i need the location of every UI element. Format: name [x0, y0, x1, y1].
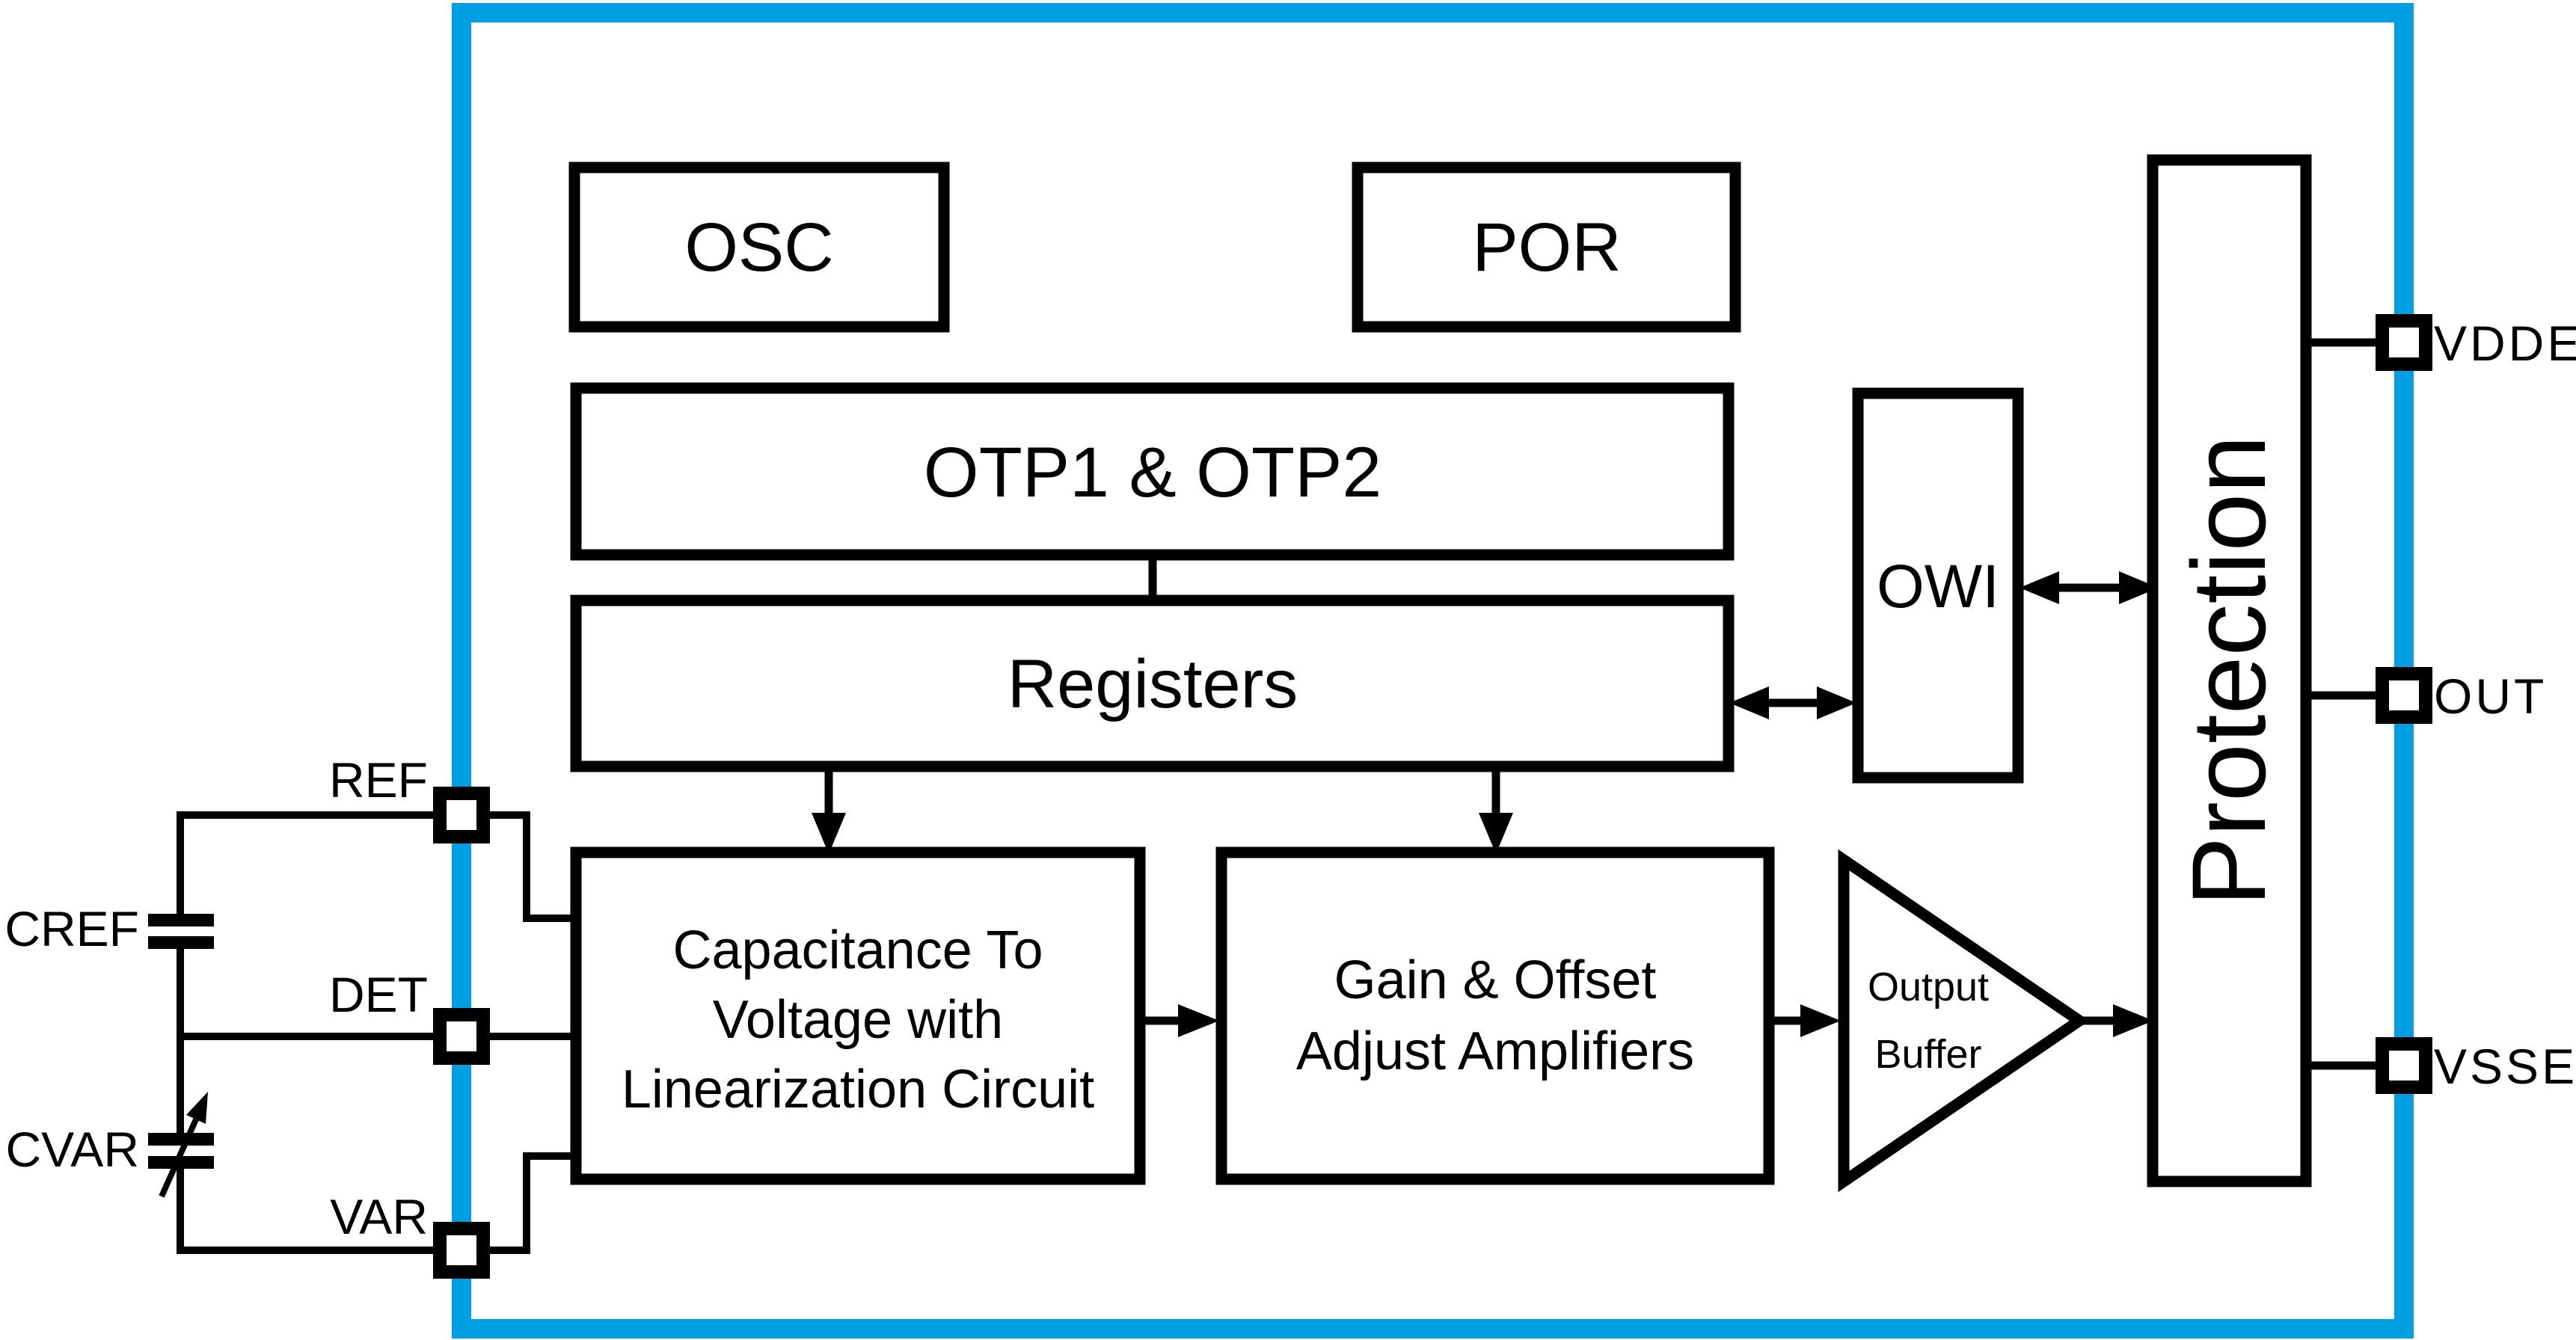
block-capacitance-to-voltage: Capacitance To Voltage with Linearizatio… [570, 846, 1146, 1185]
block-registers-label: Registers [1008, 646, 1298, 722]
block-otp: OTP1 & OTP2 [570, 382, 1735, 561]
pin-var: VAR [330, 1189, 490, 1279]
block-owi-label: OWI [1877, 553, 1999, 621]
output-buffer-line1: Output [1868, 965, 1989, 1009]
pin-ref: REF [329, 752, 490, 843]
pin-vdde: VDDE [2376, 314, 2576, 371]
pin-vsse-square-icon [2376, 1037, 2432, 1094]
block-gain-offset: Gain & Offset Adjust Amplifiers [1215, 846, 1775, 1185]
block-gain-line1: Gain & Offset [1334, 950, 1657, 1010]
pin-vsse: VSSE [2376, 1037, 2576, 1094]
block-osc-label: OSC [684, 209, 833, 286]
pin-out-square-icon [2376, 667, 2432, 724]
block-c2v-line2: Voltage with [713, 990, 1003, 1050]
pin-det: DET [329, 967, 490, 1065]
pin-var-square-icon [433, 1222, 490, 1279]
variable-capacitor-cvar-icon [148, 1092, 214, 1198]
block-osc: OSC [568, 162, 950, 333]
block-owi: OWI [1852, 387, 2024, 784]
pin-out: OUT [2376, 667, 2547, 724]
cref-label: CREF [4, 901, 139, 956]
block-protection: Protection [2147, 154, 2312, 1187]
external-capacitor-network: CREF CVAR [4, 811, 577, 1254]
pin-det-square-icon [433, 1008, 490, 1065]
arrow-registers-to-gain [1479, 766, 1513, 854]
pin-ref-square-icon [433, 787, 490, 843]
cvar-label: CVAR [6, 1122, 139, 1177]
var-wire-left [177, 1168, 437, 1254]
block-gain-line2: Adjust Amplifiers [1296, 1021, 1694, 1081]
output-buffer-line2: Buffer [1874, 1032, 1981, 1077]
block-protection-label: Protection [2170, 435, 2287, 906]
pin-vdde-label: VDDE [2434, 316, 2576, 371]
pin-ref-label: REF [329, 752, 428, 808]
ref-wire-right [479, 811, 577, 922]
block-otp-label: OTP1 & OTP2 [924, 433, 1381, 512]
pin-vdde-square-icon [2376, 314, 2432, 371]
pin-var-label: VAR [330, 1189, 428, 1244]
arrow-c2v-to-gain [1140, 1004, 1219, 1037]
capacitor-cref-icon [148, 914, 214, 949]
pin-out-label: OUT [2434, 669, 2547, 724]
arrow-registers-to-c2v [812, 766, 846, 854]
arrow-gain-to-buffer [1769, 1004, 1841, 1037]
pin-det-label: DET [329, 967, 428, 1022]
block-registers: Registers [570, 594, 1735, 772]
block-c2v-line1: Capacitance To [673, 921, 1043, 980]
pin-vsse-label: VSSE [2434, 1039, 2576, 1094]
arrow-registers-owi [1729, 686, 1856, 719]
var-wire-right [479, 1152, 577, 1254]
ref-wire-left [177, 811, 437, 914]
block-por: POR [1352, 162, 1741, 333]
block-por-label: POR [1472, 209, 1621, 286]
arrow-owi-protection [2020, 571, 2159, 604]
output-buffer-triangle: Output Buffer [1838, 849, 2090, 1193]
block-c2v-line3: Linearization Circuit [622, 1060, 1094, 1119]
